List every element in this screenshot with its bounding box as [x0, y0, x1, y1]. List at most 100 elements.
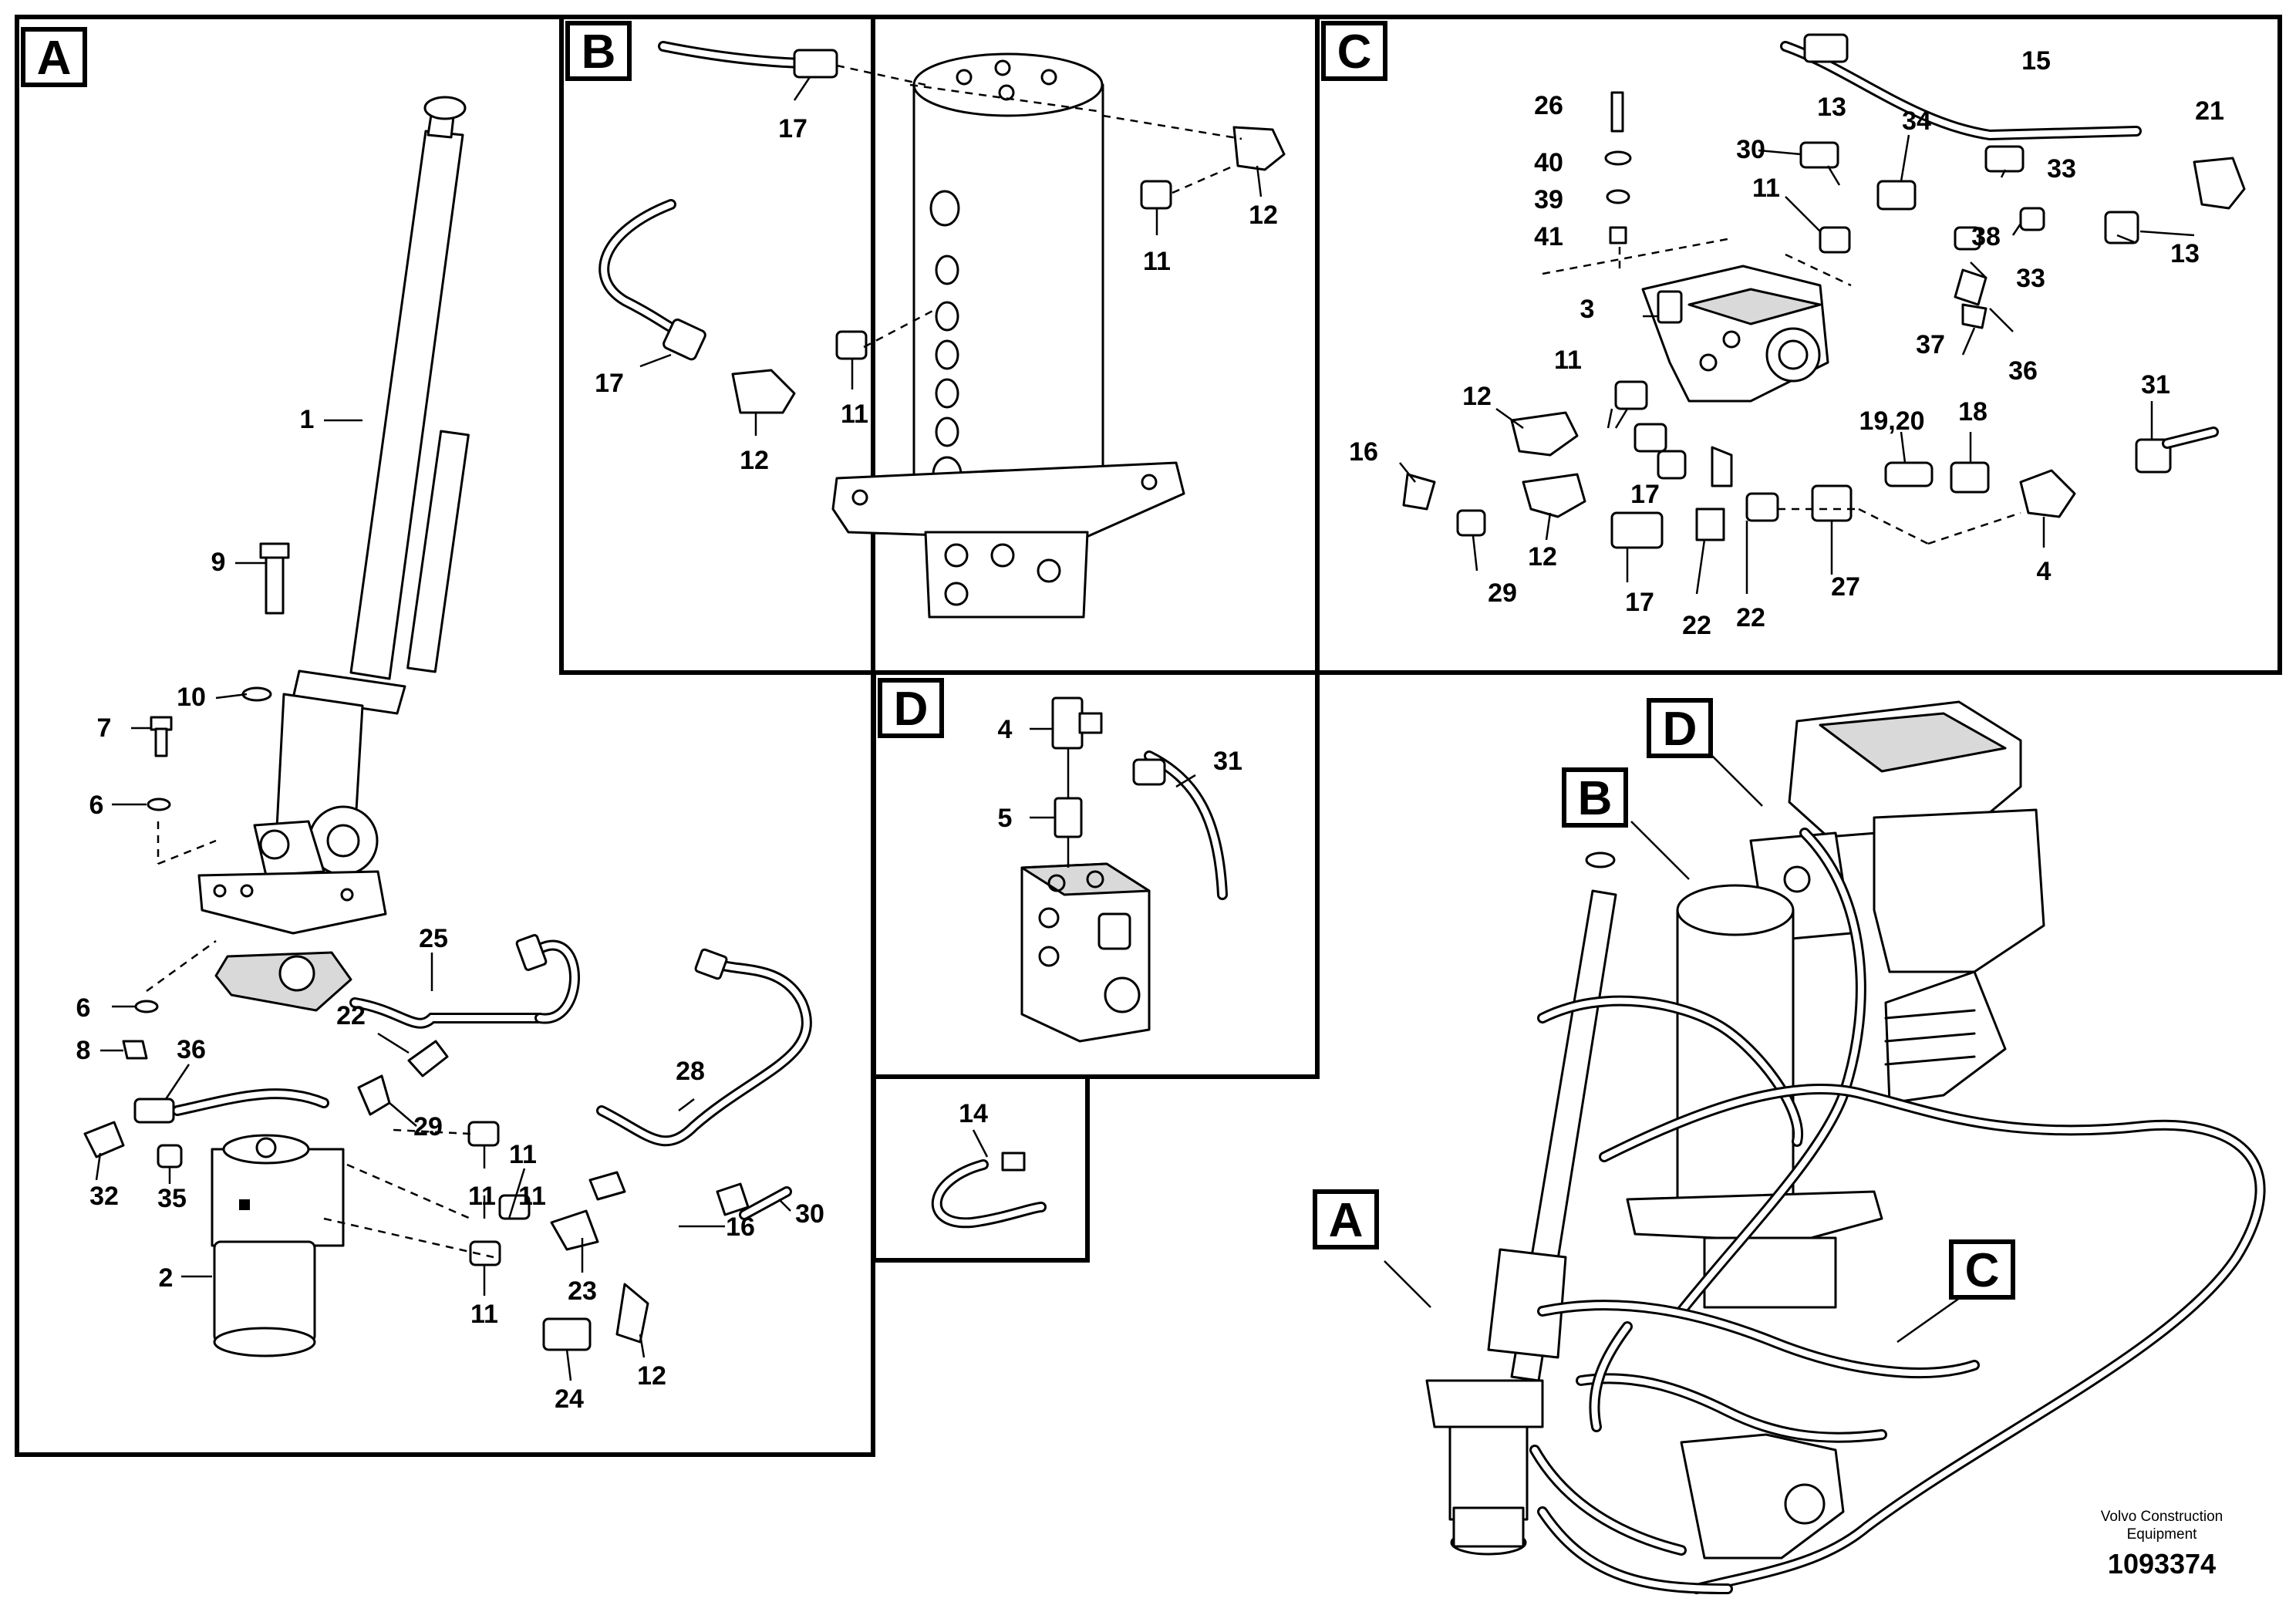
callout-c-27: 27	[1831, 572, 1860, 602]
overview-label-b-box: B	[1562, 767, 1628, 828]
callout-a-6-upper: 6	[89, 791, 104, 820]
callout-d-4: 4	[998, 715, 1013, 744]
overview-label-d: D	[1663, 703, 1698, 756]
callout-a-35: 35	[157, 1184, 187, 1213]
callout-d-5: 5	[998, 804, 1013, 833]
callout-c-16: 16	[1349, 437, 1378, 467]
panel-a-label: A	[37, 32, 72, 85]
panel-b-label-box: B	[565, 21, 632, 81]
panel-c-label: C	[1337, 25, 1372, 79]
callout-c-22-b: 22	[1736, 603, 1765, 632]
panel-b-swivel-joint	[658, 41, 1185, 619]
callout-c-38: 38	[1971, 222, 2001, 251]
panel-c-frame	[1315, 15, 2282, 675]
callout-a-8: 8	[76, 1036, 91, 1065]
callout-a-9: 9	[211, 548, 226, 577]
callout-c-33-top: 33	[2047, 154, 2076, 184]
callout-b-12-right: 12	[1249, 201, 1278, 230]
overview-assembly	[1384, 700, 2266, 1594]
panel-a-hoses	[83, 934, 812, 1220]
callout-c-41: 41	[1534, 222, 1563, 251]
callout-b-17-top: 17	[778, 114, 807, 143]
overview-label-c: C	[1965, 1244, 2000, 1297]
callout-a-16: 16	[726, 1212, 755, 1242]
callout-c-22-a: 22	[1682, 611, 1711, 640]
callout-a-36: 36	[177, 1035, 206, 1064]
footer-drawing-number: 1093374	[2108, 1548, 2216, 1580]
panel-d-label-box: D	[878, 678, 944, 738]
callout-a-6-lower: 6	[76, 993, 91, 1023]
overview-label-a: A	[1329, 1194, 1364, 1247]
callout-c-19-20: 19,20	[1859, 406, 1924, 436]
panel-b-hoses	[598, 64, 1286, 414]
panel-a-steering-column	[197, 96, 470, 1357]
footer-company-line1: Volvo Construction	[2101, 1509, 2223, 1525]
callout-e-14: 14	[959, 1099, 988, 1128]
callout-a-24: 24	[555, 1384, 584, 1414]
callout-c-33-mid: 33	[2016, 264, 2045, 293]
callout-c-26: 26	[1534, 91, 1563, 120]
panel-e-cable-tie	[931, 1152, 1047, 1229]
callout-b-12-left: 12	[740, 446, 769, 475]
overview-label-c-box: C	[1949, 1239, 2015, 1300]
callout-a-29: 29	[413, 1112, 443, 1141]
callout-leaders	[95, 76, 2195, 1381]
callout-c-36: 36	[2008, 356, 2038, 386]
callout-c-34: 34	[1902, 106, 1931, 136]
callout-a-28: 28	[676, 1057, 705, 1086]
overview-label-b: B	[1578, 772, 1613, 825]
panel-d-callouts: 4 31 5 14	[959, 715, 1242, 1128]
panel-e-frame	[872, 1074, 1090, 1263]
panel-d-frame	[872, 670, 1320, 1079]
callout-a-25: 25	[419, 924, 448, 953]
callout-b-11-right: 11	[1143, 247, 1171, 276]
callout-c-13-right: 13	[2170, 239, 2200, 268]
callout-c-37: 37	[1916, 330, 1945, 359]
callout-d-31: 31	[1213, 747, 1242, 776]
callout-a-1: 1	[300, 405, 315, 434]
callout-c-30: 30	[1736, 135, 1765, 164]
callout-a-7: 7	[97, 713, 112, 743]
panel-b-label: B	[582, 25, 616, 79]
panel-d-relief-valve	[1020, 696, 1228, 1043]
callout-c-29: 29	[1488, 578, 1517, 608]
callout-c-17-lower: 17	[1625, 588, 1654, 617]
callout-a-11-d: 11	[470, 1300, 498, 1329]
callout-a-22: 22	[336, 1001, 366, 1030]
callout-a-2: 2	[159, 1263, 174, 1293]
callout-c-4: 4	[2037, 557, 2052, 586]
callout-b-17-left: 17	[595, 369, 624, 398]
callout-a-23: 23	[568, 1276, 597, 1306]
panel-a-fasteners	[122, 542, 290, 1060]
callout-c-12-left: 12	[1462, 382, 1492, 411]
overview-label-d-box: D	[1647, 698, 1713, 758]
footer: Volvo Construction Equipment 1093374	[2101, 1509, 2223, 1580]
callout-c-17-mid: 17	[1630, 480, 1660, 509]
callout-c-3: 3	[1580, 295, 1595, 324]
callout-a-30: 30	[795, 1199, 824, 1229]
footer-company-line2: Equipment	[2127, 1526, 2198, 1543]
callout-a-10: 10	[177, 683, 206, 712]
callout-a-32: 32	[89, 1182, 119, 1211]
callout-c-12-lower: 12	[1528, 542, 1557, 572]
callout-a-12: 12	[637, 1361, 666, 1391]
panel-b-callouts: 17 12 11 17 12 11	[595, 114, 1278, 475]
callout-a-11-b: 11	[468, 1182, 496, 1211]
panel-c-callouts: 26 13 15 21 40 30 34 33 39 11 41 38 13 3…	[1349, 46, 2224, 640]
callout-c-40: 40	[1534, 148, 1563, 177]
callout-c-11-top: 11	[1752, 174, 1780, 203]
callout-c-13-top: 13	[1817, 93, 1846, 122]
panel-c-valve-block	[1402, 33, 2246, 549]
callout-c-15: 15	[2021, 46, 2051, 76]
panel-c-label-box: C	[1321, 21, 1387, 81]
panel-a-callouts: 1 9 10 7 6 6 8 25 22 36 29 28 32 35 11 1…	[76, 405, 824, 1414]
callout-c-21: 21	[2195, 96, 2224, 126]
callout-c-18: 18	[1958, 397, 1988, 427]
callout-a-11-a: 11	[509, 1140, 537, 1169]
overview-label-a-box: A	[1313, 1189, 1379, 1249]
callout-c-39: 39	[1534, 185, 1563, 214]
panel-d-label: D	[894, 683, 929, 736]
panel-a-label-box: A	[21, 27, 87, 87]
callout-c-31: 31	[2141, 370, 2170, 400]
